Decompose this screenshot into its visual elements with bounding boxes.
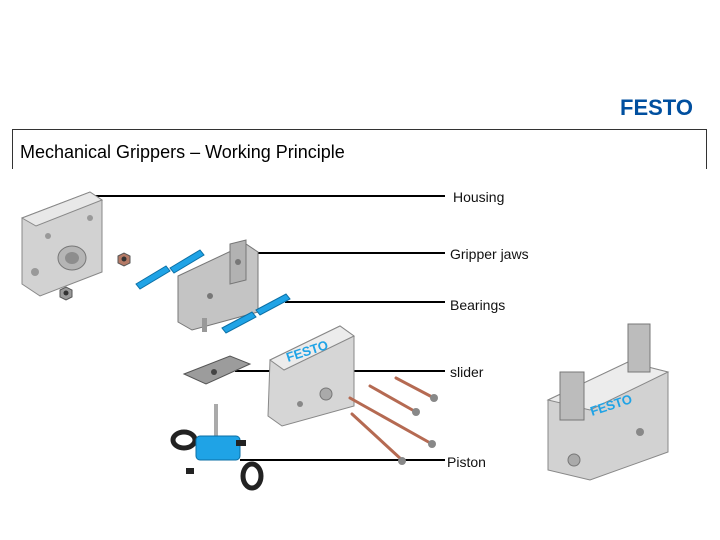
frame-left-line — [12, 129, 13, 169]
frame-right-line — [706, 129, 707, 169]
screws — [348, 376, 436, 462]
bearing-rails-lower — [221, 293, 291, 334]
slider-part — [182, 355, 252, 385]
assembled-gripper: FESTO — [546, 323, 670, 481]
label-bearings: Bearings — [450, 297, 506, 313]
label-piston: Piston — [447, 454, 486, 470]
slide-title: Mechanical Grippers – Working Principle — [20, 142, 345, 162]
label-slider: slider — [450, 364, 484, 380]
bearing-rails-upper — [135, 249, 205, 290]
svg-text:FESTO: FESTO — [620, 95, 693, 119]
festo-logo: FESTO — [620, 95, 693, 119]
nuts — [59, 252, 131, 301]
piston-part — [170, 404, 264, 491]
screw-heads — [398, 394, 438, 465]
housing-part — [20, 191, 104, 297]
label-housing: Housing — [453, 189, 505, 205]
label-gripper-jaws: Gripper jaws — [450, 246, 529, 262]
frame-top-line — [12, 129, 706, 130]
middle-gripper-body: FESTO — [267, 325, 355, 427]
gripper-jaws-part — [177, 239, 259, 332]
